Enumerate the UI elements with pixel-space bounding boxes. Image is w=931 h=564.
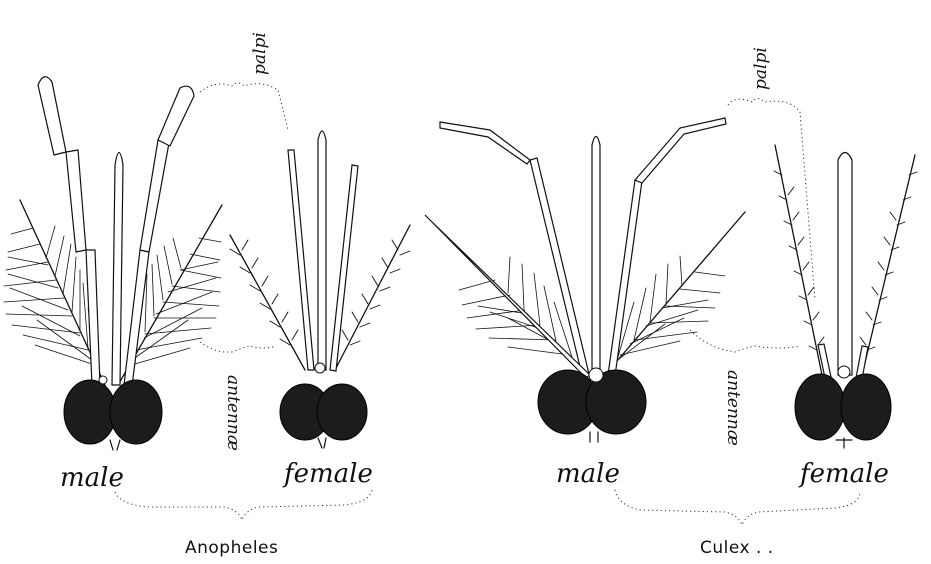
anopheles-genus-label: Anopheles <box>185 538 278 558</box>
palpi-label-left: palpi <box>250 32 270 75</box>
antennae-brace-right <box>690 330 800 352</box>
antennae-label-left: antennæ <box>223 375 243 451</box>
palpi-label-right: palpi <box>751 47 771 90</box>
culex-male-proboscis <box>592 137 600 376</box>
anopheles-female-head <box>230 131 410 448</box>
leader-lines <box>115 83 860 525</box>
anopheles-male-label: male <box>60 463 124 493</box>
culex-female-proboscis <box>838 153 852 376</box>
culex-male-eyes <box>538 368 646 442</box>
genus-brace-left <box>115 490 372 520</box>
anopheles-female-label: female <box>282 459 373 489</box>
antennae-brace-left <box>200 342 276 352</box>
antennae-label-right: antennæ <box>723 370 743 446</box>
culex-genus-label: Culex . . <box>700 538 774 558</box>
culex-male-label: male <box>556 459 620 489</box>
culex-male-palpi <box>425 118 726 378</box>
culex-female-label: female <box>798 459 889 489</box>
anopheles-male-proboscis <box>112 153 123 386</box>
palpi-brace-left <box>200 83 288 130</box>
culex-female-eyes <box>795 366 891 448</box>
anopheles-female-proboscis <box>318 131 326 370</box>
palpi-brace-right <box>728 99 815 301</box>
anopheles-male-eyes <box>64 376 162 450</box>
anopheles-female-eyes <box>280 363 367 448</box>
culex-female-head <box>774 145 917 448</box>
genus-brace-right <box>615 490 860 525</box>
culex-male-head <box>425 118 745 442</box>
anopheles-male-head <box>4 77 222 450</box>
